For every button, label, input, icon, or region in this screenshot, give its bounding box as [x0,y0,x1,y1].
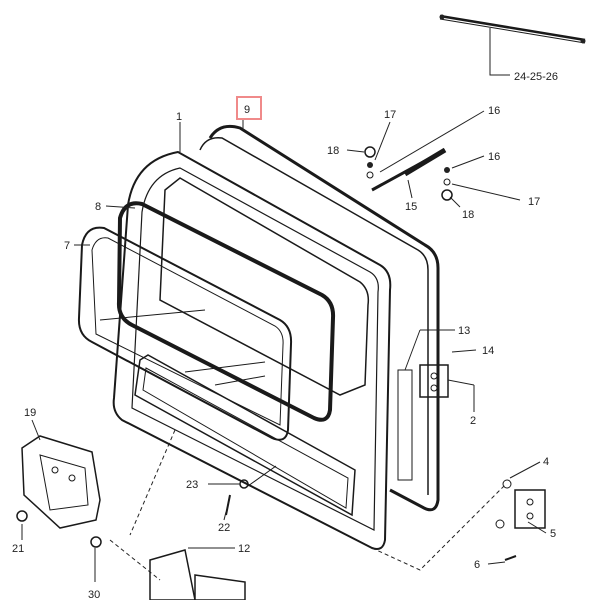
label-12: 12 [238,543,250,555]
label-13: 13 [458,325,470,337]
label-16-right: 16 [488,151,500,163]
wiper-rod-assembly [439,14,586,76]
label-30: 30 [88,589,100,600]
label-21: 21 [12,543,24,555]
label-7: 7 [64,240,70,252]
label-1: 1 [176,111,182,123]
lower-bracket [149,549,246,600]
upper-hinge [397,364,449,481]
leader-lines [21,110,547,582]
label-23: 23 [186,479,198,491]
callout-labels: 24-25-26 1 9 17 16 18 16 17 15 18 8 7 13… [12,71,558,600]
window-seal-outer [116,201,336,422]
gas-strut [364,146,453,201]
label-22: 22 [218,522,230,534]
label-17-right: 17 [528,196,540,208]
label-17-top: 17 [384,109,396,121]
label-14: 14 [482,345,494,357]
label-18-right: 18 [462,209,474,221]
label-19: 19 [24,407,36,419]
label-24-25-26: 24-25-26 [514,71,558,83]
label-16-top: 16 [488,105,500,117]
tailgate-frame [112,150,392,550]
label-15: 15 [405,201,417,213]
fasteners [225,465,277,516]
label-9: 9 [244,104,250,116]
window-seal-inner [77,226,293,441]
lower-hinge [495,479,546,561]
label-4: 4 [543,456,549,468]
label-6: 6 [474,559,480,571]
label-18-left: 18 [327,145,339,157]
label-2: 2 [470,415,476,427]
label-8: 8 [95,201,101,213]
label-5: 5 [550,528,556,540]
rear-window-glass [199,124,440,512]
highlight-box [236,96,262,120]
latch-assembly [16,435,102,548]
